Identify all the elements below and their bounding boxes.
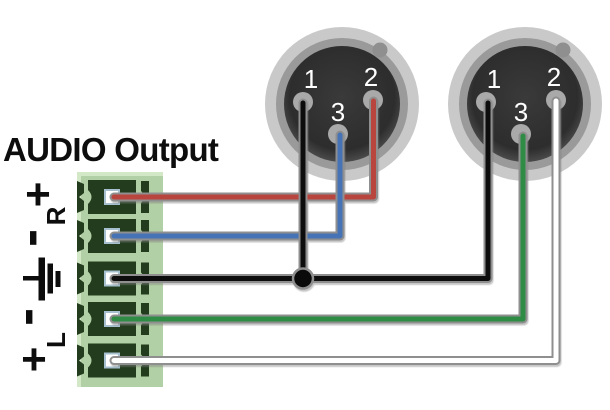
wire-group — [109, 96, 561, 365]
ground-icon — [23, 257, 61, 301]
terminal-3-edge — [77, 262, 84, 295]
terminal-5-edge — [77, 344, 84, 377]
terminal-4-edge — [77, 303, 84, 335]
r-channel-label: R — [41, 206, 71, 226]
l-plus-label: + — [21, 335, 47, 384]
green-wire — [111, 133, 526, 322]
r-plus-label: + — [25, 170, 51, 219]
xlr1-keyway-bump — [372, 42, 388, 58]
xlr2-pin-3-label: 3 — [513, 97, 529, 127]
xlr1-pin-3-label: 3 — [330, 97, 346, 127]
xlr1-pin-2-label: 2 — [363, 62, 379, 92]
xlr2-pin-2-label: 2 — [546, 62, 562, 92]
red-wire — [111, 98, 376, 200]
terminal-1-edge — [77, 181, 84, 213]
terminal-2-edge — [77, 220, 84, 252]
black-wire — [111, 100, 491, 281]
xlr1-pin-1-label: 1 — [303, 64, 319, 94]
diagram-title: AUDIO Output — [3, 131, 219, 168]
r-minus-label: - — [7, 229, 67, 247]
xlr2-pin-1-label: 1 — [486, 64, 502, 94]
xlr2-keyway-bump — [555, 42, 571, 58]
white-wire — [111, 98, 559, 363]
terminal-block-highlight-top — [77, 172, 163, 176]
l-minus-label: - — [3, 308, 63, 326]
junction-dot — [291, 267, 315, 290]
l-channel-label: L — [41, 332, 71, 348]
blue-wire — [111, 132, 343, 239]
